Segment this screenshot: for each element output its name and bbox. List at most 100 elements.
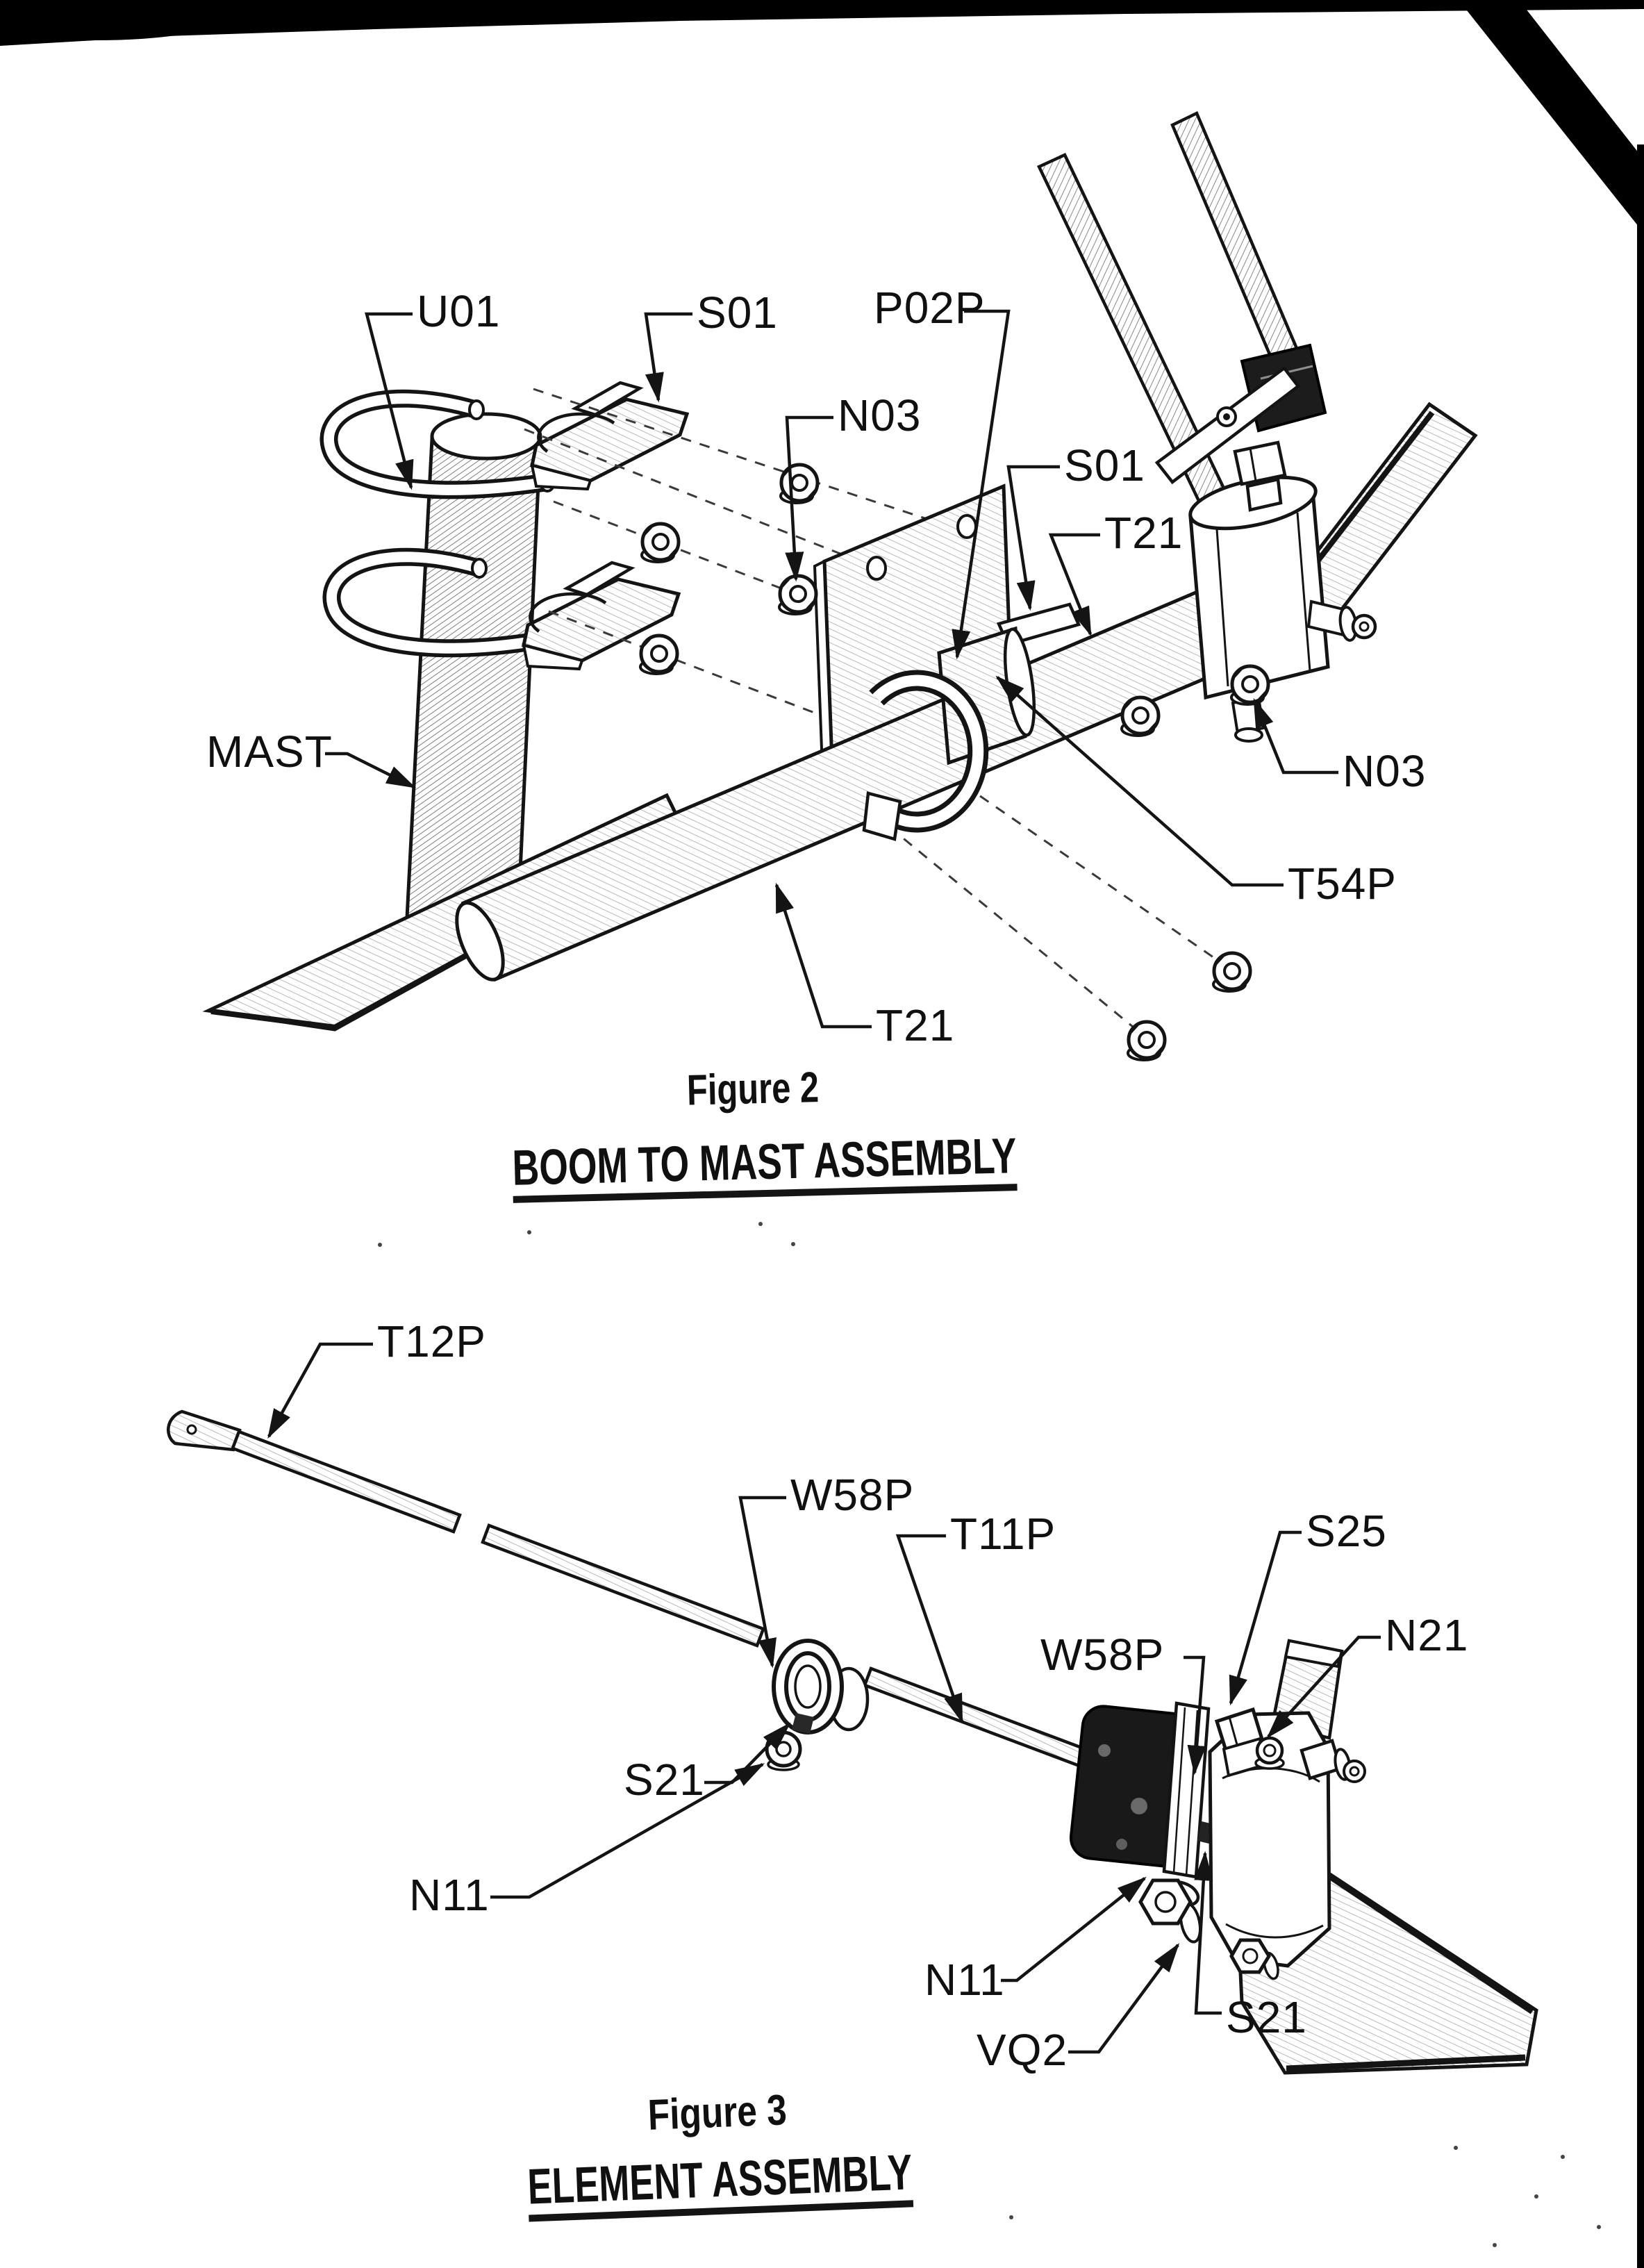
scan-corner-band: [1459, 0, 1644, 233]
casting-top-nut: [1254, 1736, 1285, 1770]
leader-p02p: [952, 309, 1011, 660]
label-t21-upper: T21: [1104, 508, 1183, 558]
flange-nut: [1212, 951, 1252, 993]
figure2-caption: Figure 2 BOOM TO MAST ASSEMBLY: [512, 1063, 1018, 1203]
bolt-axis-lines: [524, 388, 1245, 1038]
leader-w58p-right: [1184, 1655, 1206, 1776]
flange-nut: [778, 574, 818, 615]
bolt-axis-dashed-line: [553, 500, 897, 634]
figure3-caption: Figure 3 ELEMENT ASSEMBLY: [526, 2086, 914, 2222]
leader-s21-left: [704, 1722, 791, 1785]
label-s01-upper: S01: [697, 288, 778, 338]
clamp-nut: [765, 1730, 802, 1771]
casting-left-bolt: [1138, 1878, 1202, 1944]
scan-top-bar: [0, 0, 1644, 46]
scan-speck: [378, 1243, 382, 1247]
hub-side-stud: [1306, 599, 1377, 642]
bolt-axis-dashed-line: [873, 813, 1145, 1038]
element-rod-middle-section: [481, 1523, 765, 1648]
flange-nut: [639, 634, 679, 675]
leader-t12p: [267, 1342, 373, 1439]
scan-speck: [527, 1230, 531, 1234]
leader-n11-left: [490, 1763, 765, 1899]
figure2-caption-subtitle: BOOM TO MAST ASSEMBLY: [512, 1128, 1018, 1196]
leader-s01-right: [1006, 465, 1060, 611]
boom-element-casting: [1138, 1707, 1366, 1980]
element-half-tube-right: [1170, 110, 1304, 375]
label-s01-right: S01: [1064, 440, 1145, 490]
leader-s01-upper: [644, 312, 692, 403]
scan-specks: [378, 1222, 1601, 2247]
casting-bottom-bolt: [1229, 1938, 1279, 1980]
label-w58p-right: W58P: [1040, 1630, 1164, 1680]
leader-t11p: [895, 1534, 964, 1724]
leader-n11-right: [1001, 1876, 1147, 1983]
saddle-clamp-lower: [522, 561, 681, 671]
leader-mast: [325, 752, 417, 789]
scan-speck: [1597, 2225, 1601, 2229]
label-t21-lower: T21: [876, 1000, 954, 1050]
scan-speck: [1561, 2155, 1565, 2159]
plate-hole: [866, 556, 887, 581]
label-u01: U01: [417, 286, 500, 336]
label-n21: N21: [1385, 1610, 1468, 1660]
leader-vq2: [1068, 1943, 1180, 2054]
scan-edge-strip: [1637, 144, 1644, 2268]
scan-top-blob: [0, 1, 215, 40]
label-s25: S25: [1306, 1506, 1387, 1556]
label-n03-right: N03: [1343, 746, 1426, 796]
label-p02p: P02P: [874, 283, 986, 333]
leader-s25: [1229, 1530, 1302, 1706]
element-rod-tip-section: [167, 1409, 462, 1534]
leader-t54p: [995, 675, 1284, 887]
casting-side-stud: [1300, 1739, 1366, 1783]
flange-nuts: [639, 463, 1270, 1061]
boom-clamp-front: [862, 670, 989, 841]
label-s21-right: S21: [1226, 1992, 1307, 2042]
label-s21-left: S21: [624, 1755, 705, 1805]
leader-n03-right: [1252, 697, 1338, 775]
label-n11-right: N11: [924, 1955, 1005, 2005]
caption-underline: [529, 2200, 914, 2222]
hub-top-bolt: [1233, 440, 1287, 512]
scan-speck: [1009, 2215, 1013, 2219]
flange-nut: [1230, 664, 1270, 706]
clamp-screw: [792, 1713, 814, 1734]
bolt-axis-dashed-line: [524, 428, 881, 571]
label-t11p: T11P: [950, 1509, 1056, 1559]
figure2-caption-title: Figure 2: [686, 1063, 820, 1115]
leader-w58p-left: [738, 1496, 786, 1669]
leader-t21-lower: [774, 882, 872, 1029]
flange-nut: [1120, 695, 1161, 737]
leader-u01: [365, 312, 414, 490]
scan-speck: [1454, 2146, 1458, 2150]
plate-hole: [956, 514, 977, 539]
label-n11-left: N11: [409, 1870, 490, 1920]
bolt-axis-dashed-line: [963, 784, 1230, 970]
label-mast: MAST: [206, 727, 333, 777]
caption-underline: [513, 1184, 1018, 1203]
element-hub-casting: [1188, 440, 1377, 743]
leader-n03-left: [785, 415, 833, 582]
flange-nut: [779, 463, 820, 504]
figure3-caption-title: Figure 3: [647, 2086, 788, 2139]
element-splice-clamp: [765, 1639, 870, 1771]
casting-top-bolt: [1214, 1707, 1266, 1778]
scan-speck: [758, 1222, 763, 1226]
scan-speck: [1534, 2194, 1538, 2199]
leader-t21-upper: [1048, 533, 1100, 637]
label-w58p-left: W58P: [790, 1470, 914, 1520]
saddle-clamp-upper: [530, 381, 690, 491]
leader-s21-right: [1194, 1851, 1222, 2015]
flange-nut: [640, 522, 681, 563]
phasing-link-bar: [1154, 365, 1301, 485]
label-t12p: T12P: [377, 1316, 486, 1366]
scan-speck: [1493, 2243, 1497, 2247]
